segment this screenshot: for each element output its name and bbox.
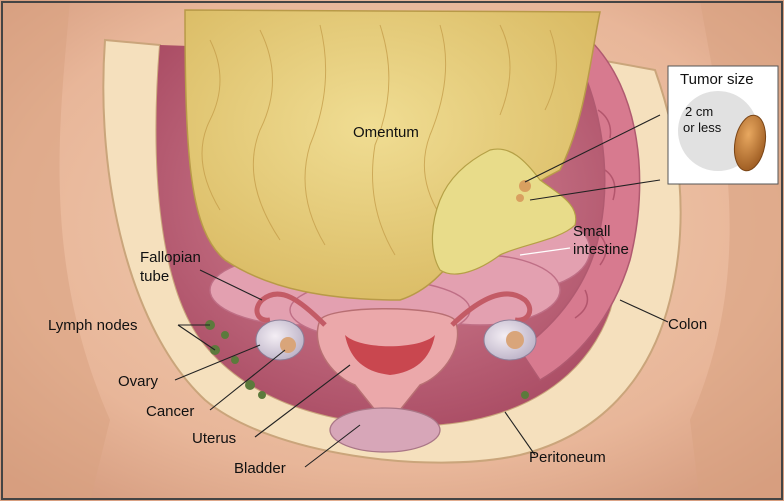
label-peritoneum: Peritoneum [529,449,606,466]
label-omentum: Omentum [353,124,419,141]
label-uterus: Uterus [192,430,236,447]
cancer-left [280,337,296,353]
inset-title: Tumor size [680,71,754,88]
label-colon: Colon [668,316,707,333]
inset-size-line-1: 2 cm [685,104,713,119]
label-ovary: Ovary [118,373,159,390]
label-cancer: Cancer [146,403,194,420]
label-small-intestine-2: intestine [573,241,629,258]
label-fallopian-tube-1: Fallopian [140,249,201,266]
label-bladder: Bladder [234,460,286,477]
inset-size-line-2: or less [683,120,722,135]
label-fallopian-tube-2: tube [140,268,169,285]
label-small-intestine-1: Small [573,223,611,240]
label-lymph-nodes: Lymph nodes [48,317,138,334]
tumor-size-inset: Tumor size 2 cm or less [668,66,778,184]
bladder [330,408,440,452]
cancer-right [506,331,524,349]
